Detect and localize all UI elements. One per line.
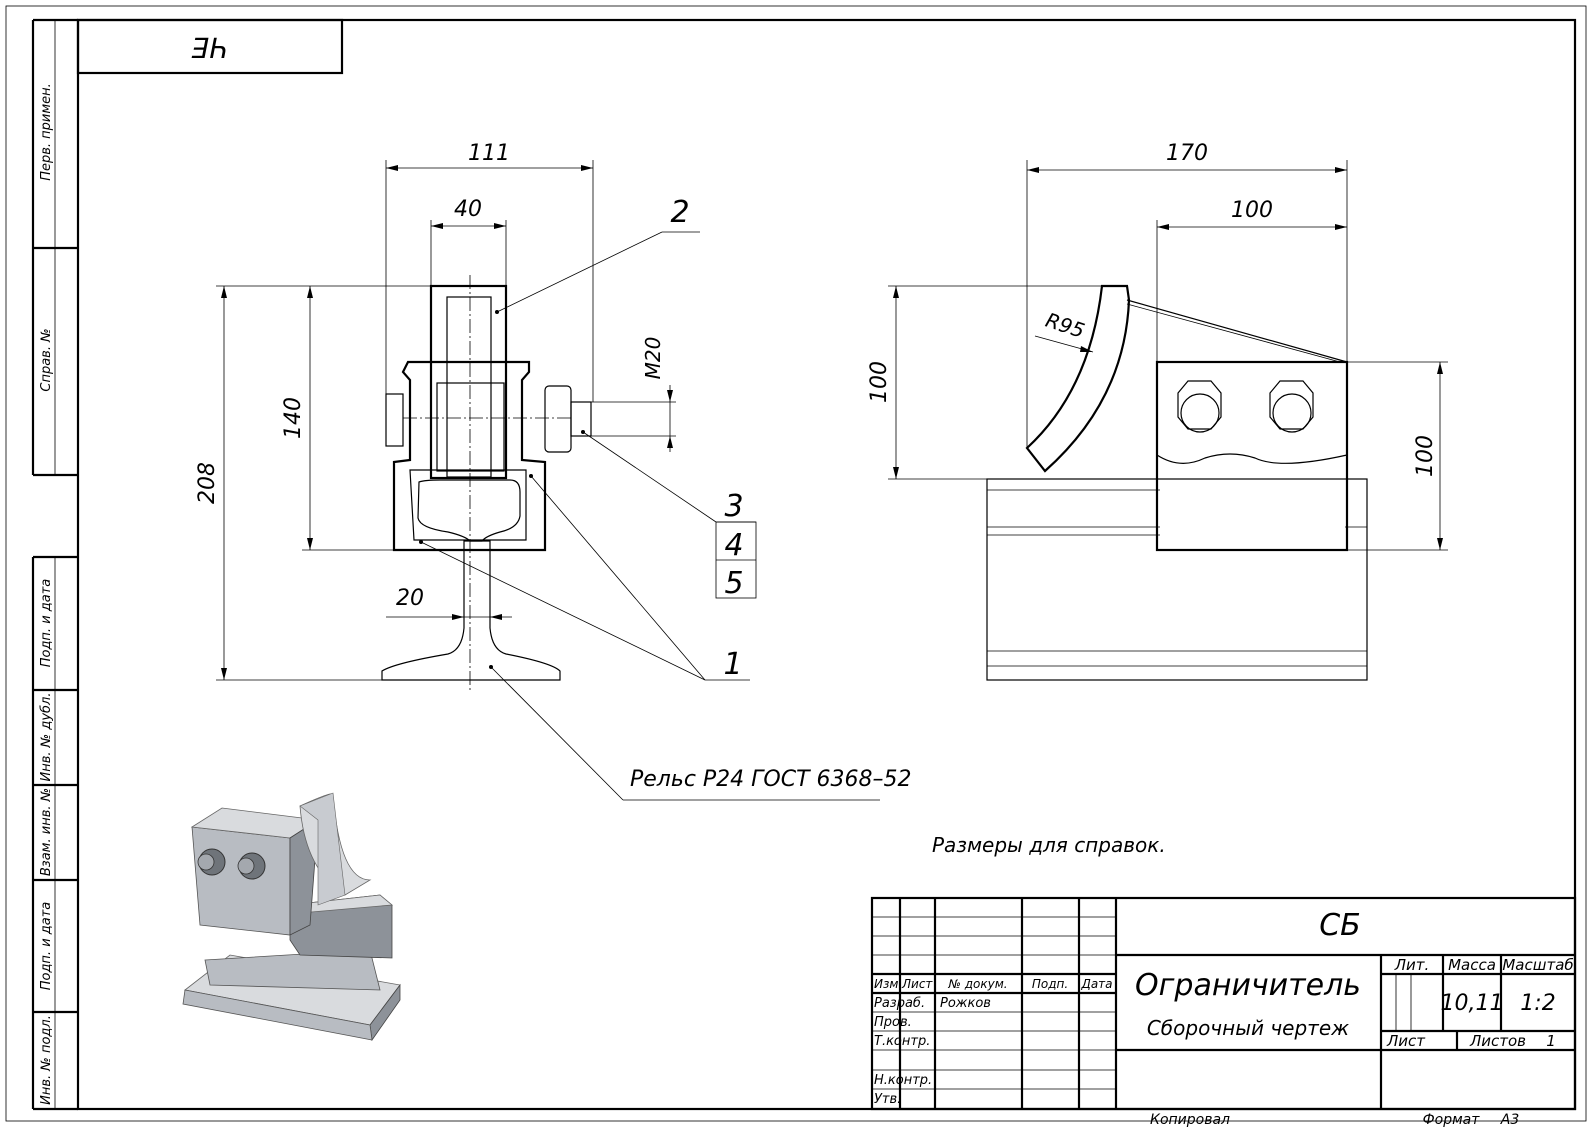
footer-format-label: Формат bbox=[1423, 1112, 1481, 1127]
sidebar-label-inv-dubl: Инв. № дубл. bbox=[39, 693, 54, 782]
role-tkontr: Т.контр. bbox=[874, 1034, 930, 1049]
rail-head bbox=[417, 479, 521, 542]
document-type: Сборочный чертеж bbox=[1147, 1016, 1349, 1040]
nut bbox=[544, 385, 572, 453]
dim-100-right: 100 bbox=[1413, 435, 1438, 477]
mass-value: 10,11 bbox=[1441, 991, 1504, 1016]
scale-label: Масштаб bbox=[1502, 956, 1573, 974]
dim-170: 170 bbox=[1166, 141, 1208, 166]
dim-40: 40 bbox=[454, 197, 482, 222]
inner-frame bbox=[76, 18, 1577, 1111]
role-utv: Утв. bbox=[874, 1092, 901, 1107]
bolt-thread-end bbox=[570, 401, 592, 437]
reference-note: Размеры для справок. bbox=[932, 833, 1166, 857]
clamp-body bbox=[392, 360, 547, 552]
front-view: 111 40 208 140 M20 20 2 bbox=[195, 141, 912, 801]
hdr-data: Дата bbox=[1080, 977, 1112, 991]
callout-3: 3 bbox=[724, 489, 743, 524]
limiter-plate bbox=[429, 284, 508, 480]
footer-copied: Копировал bbox=[1150, 1112, 1230, 1127]
dim-100-horiz: 100 bbox=[1231, 198, 1273, 223]
scale-value: 1:2 bbox=[1520, 991, 1555, 1016]
role-nkontr: Н.контр. bbox=[874, 1073, 932, 1088]
mass-label: Масса bbox=[1448, 956, 1496, 974]
isometric-view bbox=[182, 792, 401, 1042]
left-sidebar: Перв. примен. Справ. № Подп. и дата Инв.… bbox=[31, 18, 78, 1111]
hdr-list: Лист bbox=[901, 977, 933, 991]
dim-100-left: 100 bbox=[867, 361, 892, 403]
limiter-wing bbox=[1025, 284, 1131, 473]
dim-208: 208 bbox=[195, 462, 220, 504]
dim-m20: M20 bbox=[641, 337, 665, 380]
developer-name: Рожков bbox=[940, 996, 991, 1011]
product-name: Ограничитель bbox=[1135, 968, 1361, 1003]
dim-r95: R95 bbox=[1043, 308, 1088, 343]
rail-label: Рельс Р24 ГОСТ 6368–52 bbox=[630, 767, 912, 792]
sheets-label: Листов bbox=[1469, 1032, 1526, 1050]
sidebar-label-perv: Перв. примен. bbox=[39, 83, 54, 181]
footer-format-value: A3 bbox=[1500, 1112, 1519, 1127]
callout-5: 5 bbox=[724, 566, 743, 601]
dim-111: 111 bbox=[468, 141, 510, 166]
side-view: 170 100 100 100 R95 bbox=[867, 141, 1448, 681]
sheet-label: Лист bbox=[1386, 1032, 1426, 1050]
hdr-izm: Изм. bbox=[874, 977, 902, 991]
role-razrab: Разраб. bbox=[874, 996, 925, 1011]
hdr-podp: Подп. bbox=[1032, 977, 1068, 991]
lit-label: Лит. bbox=[1394, 956, 1430, 974]
doc-code: СБ bbox=[1319, 908, 1361, 943]
sidebar-label-sprav: Справ. № bbox=[39, 328, 54, 391]
callout-4: 4 bbox=[724, 528, 743, 563]
sidebar-label-vzam: Взам. инв. № bbox=[39, 788, 54, 876]
outer-frame bbox=[5, 5, 1587, 1122]
hdr-docnum: № докум. bbox=[947, 977, 1007, 991]
top-stamp-box bbox=[76, 18, 344, 75]
dim-20: 20 bbox=[396, 586, 424, 611]
dim-140: 140 bbox=[281, 397, 306, 439]
sidebar-label-inv-podl: Инв. № подл. bbox=[39, 1015, 54, 1105]
title-block: СБ Ограничитель Сборочный чертеж Лит. Ма… bbox=[870, 896, 1577, 1111]
sidebar-label-podp2: Подп. и дата bbox=[39, 902, 54, 991]
sidebar-label-podp1: Подп. и дата bbox=[39, 579, 54, 668]
callout-1: 1 bbox=[723, 647, 742, 682]
rail-side bbox=[986, 478, 1368, 681]
top-stamp-text: ЧЕ bbox=[191, 31, 228, 64]
callout-2: 2 bbox=[670, 195, 689, 230]
bolt-head bbox=[385, 393, 404, 447]
clamp-block bbox=[1155, 360, 1349, 552]
sheets-value: 1 bbox=[1546, 1032, 1556, 1050]
role-prov: Пров. bbox=[874, 1015, 912, 1030]
